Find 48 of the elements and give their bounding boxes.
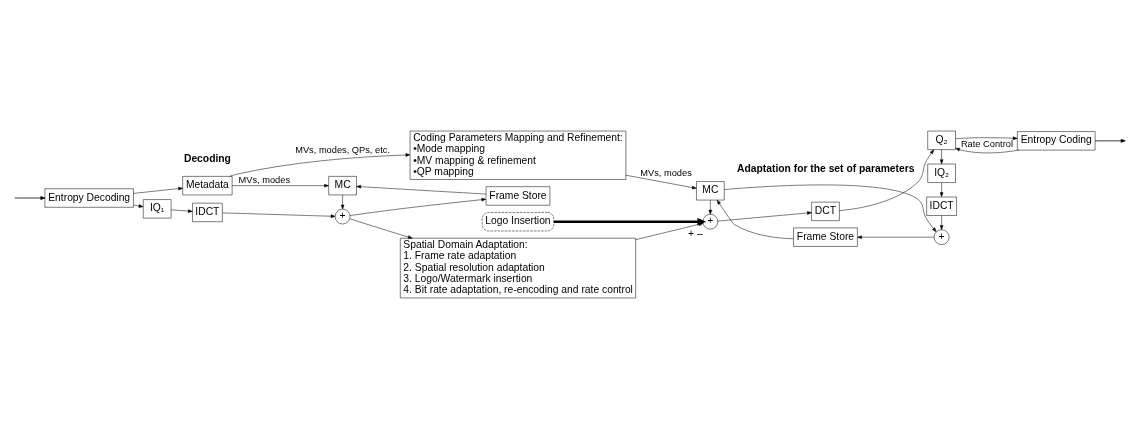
arrow — [356, 185, 487, 195]
node-box: Entropy Coding — [1017, 131, 1096, 151]
edge-label: Rate Control — [960, 139, 1013, 150]
node-box: Frame Store — [485, 186, 551, 206]
arrow — [133, 204, 144, 208]
node-box: Frame Store — [793, 227, 858, 247]
arrow — [857, 235, 935, 239]
node-circle: + — [702, 214, 719, 230]
node-box: IDCT — [192, 202, 223, 222]
arrow — [717, 211, 812, 222]
arrow — [231, 183, 329, 188]
node-box: DCT — [811, 201, 840, 221]
arrow — [229, 153, 411, 177]
arrow — [349, 218, 413, 239]
node-box: Q₂ — [927, 130, 956, 150]
node-box: IDCT — [926, 196, 957, 216]
arrow — [349, 197, 487, 216]
label: Adaptation for the set of parameters — [737, 163, 915, 175]
arrow — [716, 199, 794, 240]
node-box: IQ₂ — [927, 163, 956, 183]
arrow — [939, 215, 944, 230]
edge-label: MVs, modes — [640, 167, 692, 178]
edge-label: MVs, modes — [238, 174, 291, 185]
node-box: Logo Insertion — [481, 212, 555, 232]
arrow — [955, 136, 1018, 140]
arrow — [222, 212, 336, 218]
arrow — [625, 174, 697, 190]
node-box: MC — [328, 176, 357, 196]
node-box: IQ₁ — [143, 199, 172, 219]
edge-label: MVs, modes, QPs, etc. — [295, 144, 390, 155]
arrow — [839, 149, 935, 211]
node-label: + – — [688, 228, 703, 240]
node-box: MC — [696, 181, 725, 201]
arrow — [170, 209, 193, 213]
arrow — [955, 147, 1019, 154]
arrow — [14, 196, 46, 200]
label: Decoding — [183, 152, 231, 164]
node-box: Coding Parameters Mapping and Refinement: •Mode mapping •MV mapping & refinement •QP mapping — [409, 130, 627, 180]
node-box: Metadata — [182, 176, 233, 196]
arrow — [708, 199, 713, 215]
arrow — [340, 194, 345, 210]
node-circle: + — [334, 208, 351, 225]
arrow — [939, 149, 944, 165]
arrow — [939, 182, 944, 197]
node-box: Entropy Decoding — [44, 188, 134, 208]
arrow — [724, 184, 937, 232]
arrow — [133, 186, 183, 194]
arrow — [1094, 139, 1126, 143]
